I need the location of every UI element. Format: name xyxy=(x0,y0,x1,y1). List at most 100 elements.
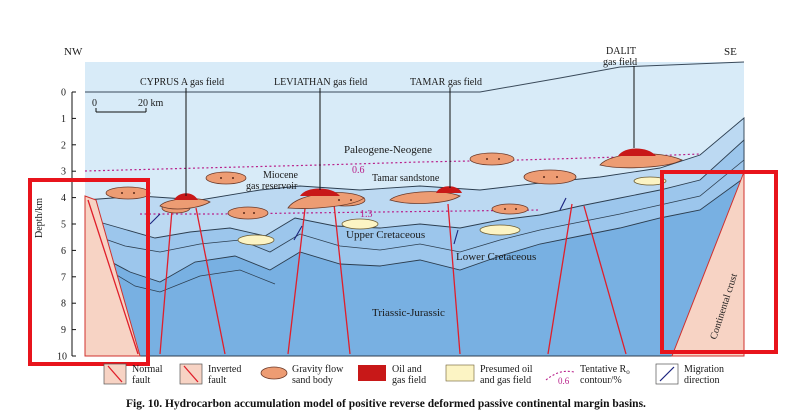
legend-item-oil-gas: Oil and gas field xyxy=(358,364,426,386)
legend-label: fault xyxy=(208,375,227,386)
sand-body-symbol xyxy=(260,366,288,380)
field-label-leviathan: LEVIATHAN gas field xyxy=(274,77,367,88)
sand-body xyxy=(227,206,269,220)
faults xyxy=(87,199,627,355)
migration-arrow-symbol xyxy=(659,366,675,382)
miocene-label-line2: gas reservoir xyxy=(246,181,298,192)
legend-label: Tentative R xyxy=(580,364,627,375)
legend-item-migration: Migration direction xyxy=(655,363,724,386)
normal-fault-symbol xyxy=(107,365,123,383)
depth-tick-label: 1 xyxy=(61,114,66,125)
inverted-fault-symbol xyxy=(183,365,199,383)
sand-dot xyxy=(543,176,545,178)
ro-contour-glyph: 0.6 xyxy=(558,376,570,386)
sea-surface-line xyxy=(85,61,745,93)
unit-label-upper-cretaceous: Upper Cretaceous xyxy=(346,229,425,241)
leviathan-field-accumulation xyxy=(300,188,340,196)
sand-dot xyxy=(504,208,506,210)
sand-body xyxy=(491,203,529,215)
sand-body xyxy=(389,191,461,204)
legend-label: contour/% xyxy=(580,375,622,386)
sand-dot xyxy=(253,212,255,214)
sand-dot xyxy=(220,177,222,179)
sand-body xyxy=(523,169,577,185)
migration-arrow xyxy=(559,197,567,211)
legend-label-subscript: o xyxy=(626,368,630,376)
highlight-box-left xyxy=(28,178,150,366)
legend-label: Presumed oil xyxy=(480,364,533,375)
inverted-fault xyxy=(447,203,461,355)
sand-body-dots xyxy=(121,158,558,214)
depth-tick-label: 8 xyxy=(61,299,66,310)
presumed-fields xyxy=(237,176,667,246)
sand-body xyxy=(205,171,247,185)
legend-label: Normal xyxy=(132,364,163,375)
oil-gas-swatch xyxy=(358,365,386,381)
field-label-dalit-line2: gas field xyxy=(603,57,637,68)
depth-tick-label: 4 xyxy=(61,193,66,204)
field-label-cyprus: CYPRUS A gas field xyxy=(140,77,224,88)
triassic-jurassic-layer xyxy=(84,177,745,357)
normal-fault xyxy=(87,199,139,355)
sand-body xyxy=(105,186,151,200)
highlight-box-right xyxy=(660,170,778,354)
presumed-field xyxy=(479,224,521,236)
legend-label: and gas field xyxy=(480,375,531,386)
scale-start-label: 0 xyxy=(92,98,97,109)
sand-dot xyxy=(338,199,340,201)
legend-item-gravity-flow: Gravity flow sand body xyxy=(260,364,344,386)
continental-crust-right xyxy=(671,171,745,357)
inverted-fault xyxy=(547,203,573,355)
depth-axis-title: Depth/km xyxy=(34,198,45,238)
tamar-field-accumulation xyxy=(436,186,462,193)
sand-dot xyxy=(121,192,123,194)
legend-item-ro-contour: 0.6 Tentative Ro contour/% xyxy=(545,364,630,386)
legend-label: Gravity flow xyxy=(292,364,344,375)
migration-arrow xyxy=(149,213,161,225)
se-direction-label: SE xyxy=(724,46,737,58)
legend-label: direction xyxy=(684,375,720,386)
sand-dot xyxy=(243,212,245,214)
cross-section: 0.6 1.3 xyxy=(84,61,745,357)
unit-label-lower-cretaceous: Lower Cretaceous xyxy=(456,251,536,263)
inverted-fault xyxy=(583,205,627,355)
inverted-fault xyxy=(195,207,226,355)
dalit-field-accumulation xyxy=(618,148,656,156)
legend: Normal fault Inverted fault Gravity flow… xyxy=(103,363,724,386)
contour-label-0-6: 0.6 xyxy=(352,165,365,176)
sand-body xyxy=(287,192,365,209)
sand-dot xyxy=(232,177,234,179)
presumed-field xyxy=(633,176,667,186)
scale-bar: 0 20 km xyxy=(92,98,164,113)
depth-tick-label: 6 xyxy=(61,246,66,257)
sand-dot xyxy=(515,208,517,210)
presumed-swatch xyxy=(445,364,475,382)
legend-label: Oil and xyxy=(392,364,422,375)
sand-body xyxy=(469,152,515,166)
sand-dot xyxy=(350,199,352,201)
gravity-flow-sand-bodies xyxy=(105,152,683,220)
deep-horizon-line xyxy=(94,261,276,293)
sand-dot xyxy=(486,158,488,160)
cretaceous-boundary-line xyxy=(84,159,745,253)
sand-dot xyxy=(133,192,135,194)
scale-end-label: 20 km xyxy=(138,98,164,109)
inverted-fault xyxy=(287,199,307,355)
wells xyxy=(185,66,635,196)
contour-label-1-3: 1.3 xyxy=(360,209,373,220)
depth-tick-label: 0 xyxy=(61,88,66,99)
legend-label: fault xyxy=(132,375,151,386)
unit-label-triassic-jurassic: Triassic-Jurassic xyxy=(372,307,445,319)
depth-tick-label: 10 xyxy=(57,352,67,363)
legend-label: Tentative Ro xyxy=(580,364,630,376)
nw-direction-label: NW xyxy=(64,46,83,58)
tamar-sandstone-label: Tamar sandstone xyxy=(372,173,440,184)
cyprus-field-accumulation xyxy=(174,193,198,200)
sand-body xyxy=(159,198,211,210)
sand-dot xyxy=(498,158,500,160)
ro-contour-1-3 xyxy=(140,209,541,215)
depth-tick-label: 9 xyxy=(61,325,66,336)
inverted-fault xyxy=(333,203,351,355)
